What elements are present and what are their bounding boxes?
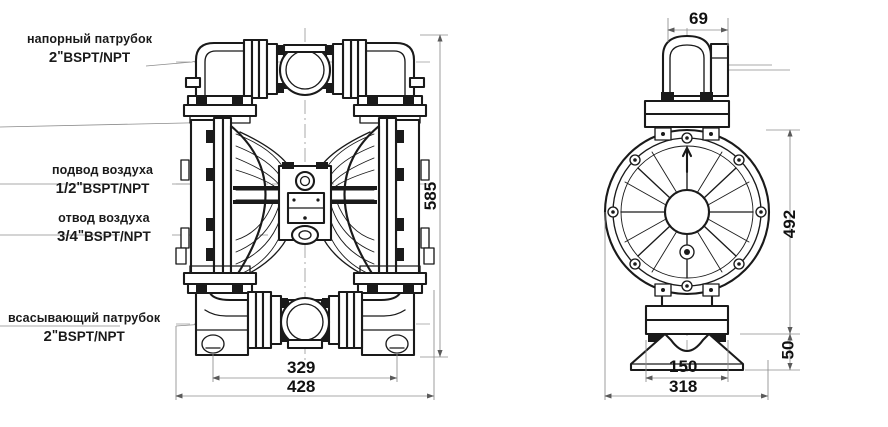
dim-side-top-width: 69 [689, 9, 708, 28]
dim-side-height: 492 [780, 209, 800, 239]
callout-air-exhaust-size: 3/4"BSPT/NPT [57, 227, 151, 245]
air-exhaust-boss [290, 224, 320, 246]
callout-air-inlet: подвод воздуха 1/2"BSPT/NPT [52, 163, 153, 197]
bottom-left-flange [246, 290, 288, 350]
dim-side-foot-height: 50 [778, 340, 798, 360]
top-left-neck [182, 76, 258, 124]
callout-suction-port-text: всасывающий патрубок [8, 311, 161, 325]
top-left-flange [242, 38, 284, 100]
callout-air-exhaust: отвод воздуха 3/4"BSPT/NPT [57, 211, 151, 245]
dim-side-base-width: 150 [669, 357, 698, 376]
top-left-elbow [194, 41, 246, 98]
right-foot-hole [385, 334, 409, 354]
dim-side-overall-width: 318 [669, 377, 698, 396]
cover-hub [663, 188, 711, 236]
callout-suction-port-size: 2"BSPT/NPT [43, 327, 125, 345]
dim-front-base-width: 329 [287, 358, 316, 377]
front-dimension-lines [175, 34, 448, 400]
side-bottom-flange [644, 304, 730, 322]
callout-air-inlet-text: подвод воздуха [52, 163, 154, 177]
dim-front-overall-width: 428 [287, 377, 316, 396]
left-diaphragm-chamber [175, 116, 297, 294]
dim-front-height: 585 [421, 181, 441, 211]
side-pedestal [629, 332, 745, 372]
bottom-right-neck [352, 265, 428, 295]
side-top-flange [643, 99, 731, 116]
cover-bolt-circle [607, 132, 767, 292]
front-view [175, 28, 435, 368]
center-air-valve [277, 162, 333, 246]
callout-discharge-port-text: напорный патрубок [27, 32, 153, 46]
callout-suction-port: всасывающий патрубок 2"BSPT/NPT [8, 311, 160, 345]
right-diaphragm-chamber [313, 116, 435, 294]
side-view [603, 28, 771, 372]
side-diaphragm-cover [603, 127, 771, 297]
callout-air-inlet-size: 1/2"BSPT/NPT [55, 179, 150, 197]
top-right-flange [326, 38, 368, 100]
callout-air-exhaust-text: отвод воздуха [58, 211, 150, 225]
callout-discharge-port-size: 2"BSPT/NPT [48, 48, 131, 66]
left-foot-hole [201, 334, 225, 354]
air-inlet-boss [294, 170, 316, 192]
suction-port-outer [279, 296, 331, 348]
air-inlet-block [709, 42, 730, 98]
side-dimension-lines [604, 18, 800, 400]
bottom-right-flange [322, 290, 364, 350]
callout-discharge-port: напорный патрубок 2"BSPT/NPT [27, 32, 152, 66]
top-right-elbow [364, 41, 416, 98]
bottom-left-neck [182, 265, 258, 295]
